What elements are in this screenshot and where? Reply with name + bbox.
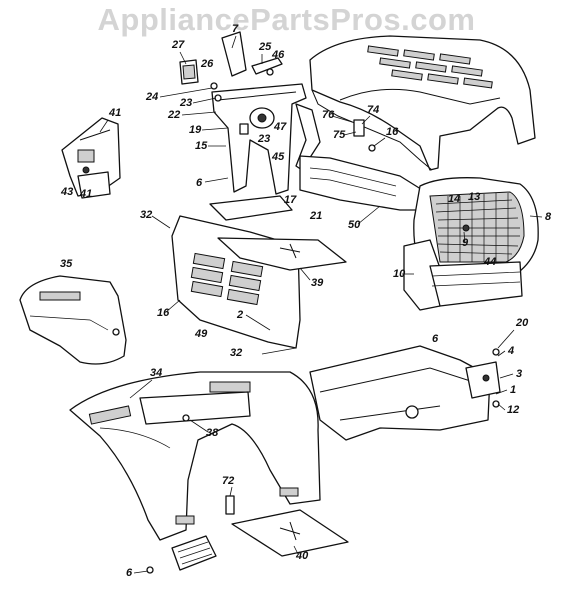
callout-c25: 25 xyxy=(258,41,272,53)
callout-c3: 3 xyxy=(516,368,522,380)
callout-c6a: 6 xyxy=(196,177,203,189)
callout-c43: 43 xyxy=(60,186,73,198)
callout-c72: 72 xyxy=(222,475,234,487)
callout-c6b: 6 xyxy=(432,333,439,345)
callout-c40: 40 xyxy=(295,550,309,562)
callout-c75: 75 xyxy=(333,129,346,141)
callout-c2: 2 xyxy=(236,309,243,321)
watermark-text: AppliancePartsPros.com xyxy=(97,2,476,37)
callout-c45: 45 xyxy=(271,151,285,163)
side-panel-part xyxy=(19,275,127,365)
callout-c14: 14 xyxy=(448,193,460,205)
callout-c19: 19 xyxy=(189,124,202,136)
callout-c41b: 41 xyxy=(79,188,92,200)
callout-c39: 39 xyxy=(311,277,324,289)
callout-c21: 21 xyxy=(309,210,322,222)
hood-part xyxy=(309,35,536,171)
callout-c47: 47 xyxy=(273,121,287,133)
callout-c49: 49 xyxy=(194,328,208,340)
callout-c20: 20 xyxy=(515,317,529,329)
dash-support-part xyxy=(179,31,321,195)
callout-c46: 46 xyxy=(271,49,285,61)
callout-c35: 35 xyxy=(60,258,73,270)
callout-c4: 4 xyxy=(507,345,514,357)
callout-c41a: 41 xyxy=(108,107,121,119)
dash-panel-part xyxy=(171,195,347,349)
callout-c15: 15 xyxy=(195,140,208,152)
callout-c74: 74 xyxy=(367,104,379,116)
callout-c17: 17 xyxy=(284,194,297,206)
steering-bracket-part xyxy=(61,117,121,199)
callout-c50: 50 xyxy=(348,219,361,231)
callout-c27: 27 xyxy=(171,39,185,51)
callout-c12: 12 xyxy=(507,404,519,416)
callout-c23a: 23 xyxy=(179,97,192,109)
frame-part xyxy=(309,345,501,441)
callout-c34: 34 xyxy=(150,367,162,379)
callout-c22: 22 xyxy=(167,109,180,121)
callout-c38: 38 xyxy=(206,427,219,439)
callout-c24: 24 xyxy=(145,91,158,103)
callout-c44: 44 xyxy=(483,256,496,268)
callout-c13: 13 xyxy=(468,191,480,203)
leader-lines xyxy=(99,35,543,574)
callout-c76: 76 xyxy=(322,109,335,121)
pedal-part xyxy=(146,495,235,574)
callout-c32b: 32 xyxy=(230,347,242,359)
callout-c16a: 16 xyxy=(386,126,399,138)
callout-c26: 26 xyxy=(200,58,214,70)
callout-c6c: 6 xyxy=(126,567,133,579)
callout-c23b: 23 xyxy=(257,133,270,145)
callout-c1: 1 xyxy=(510,384,516,396)
fender-part xyxy=(69,371,321,541)
hood-vents xyxy=(367,45,493,89)
grille-part xyxy=(403,177,539,311)
callout-c16b: 16 xyxy=(157,307,170,319)
callout-c7: 7 xyxy=(232,23,239,35)
floor-mat-part xyxy=(231,509,349,557)
callout-c8: 8 xyxy=(545,211,552,223)
callout-c10: 10 xyxy=(393,268,406,280)
callout-c32a: 32 xyxy=(140,209,152,221)
callout-c9: 9 xyxy=(462,237,469,249)
